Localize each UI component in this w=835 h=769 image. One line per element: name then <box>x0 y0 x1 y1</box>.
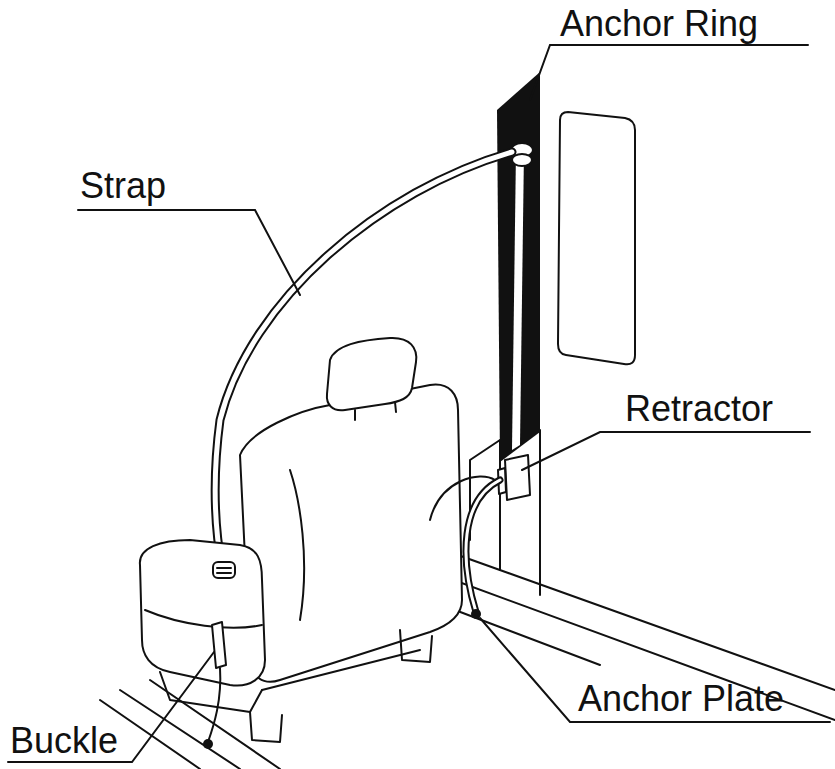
belt-in-pillar <box>512 150 524 450</box>
anchor-ring <box>512 154 532 166</box>
seat-rail <box>250 630 432 742</box>
seat-seam <box>290 470 304 620</box>
leader-line <box>480 618 830 722</box>
floor-line <box>440 575 835 720</box>
latch-plate <box>213 562 235 578</box>
lap-belt <box>466 480 500 612</box>
buckle-anchor <box>203 739 213 749</box>
floor-line <box>430 545 835 690</box>
cushion-seam <box>145 610 262 628</box>
part-label: Buckle <box>10 723 118 759</box>
leader-line <box>8 652 214 762</box>
lap-belt <box>466 480 500 612</box>
part-label: Anchor Ring <box>560 6 758 42</box>
leader-line <box>522 432 810 470</box>
retractor <box>505 455 530 500</box>
seat-base <box>160 672 262 712</box>
seat-back <box>240 385 462 682</box>
part-label: Anchor Plate <box>578 681 784 717</box>
seat-base <box>262 650 420 690</box>
floor-line <box>455 610 600 665</box>
buckle-strap <box>208 668 220 742</box>
headrest-post <box>355 402 396 420</box>
buckle <box>212 622 226 668</box>
window <box>558 112 635 364</box>
part-label: Strap <box>80 168 166 204</box>
headrest <box>327 338 416 410</box>
leader-line <box>530 45 808 100</box>
leader-line <box>78 210 300 295</box>
part-label: Retractor <box>625 391 773 427</box>
b-pillar <box>497 72 540 462</box>
seat-cushion <box>140 540 265 686</box>
lap-belt-inner <box>430 476 495 520</box>
latch-plate <box>217 568 231 573</box>
